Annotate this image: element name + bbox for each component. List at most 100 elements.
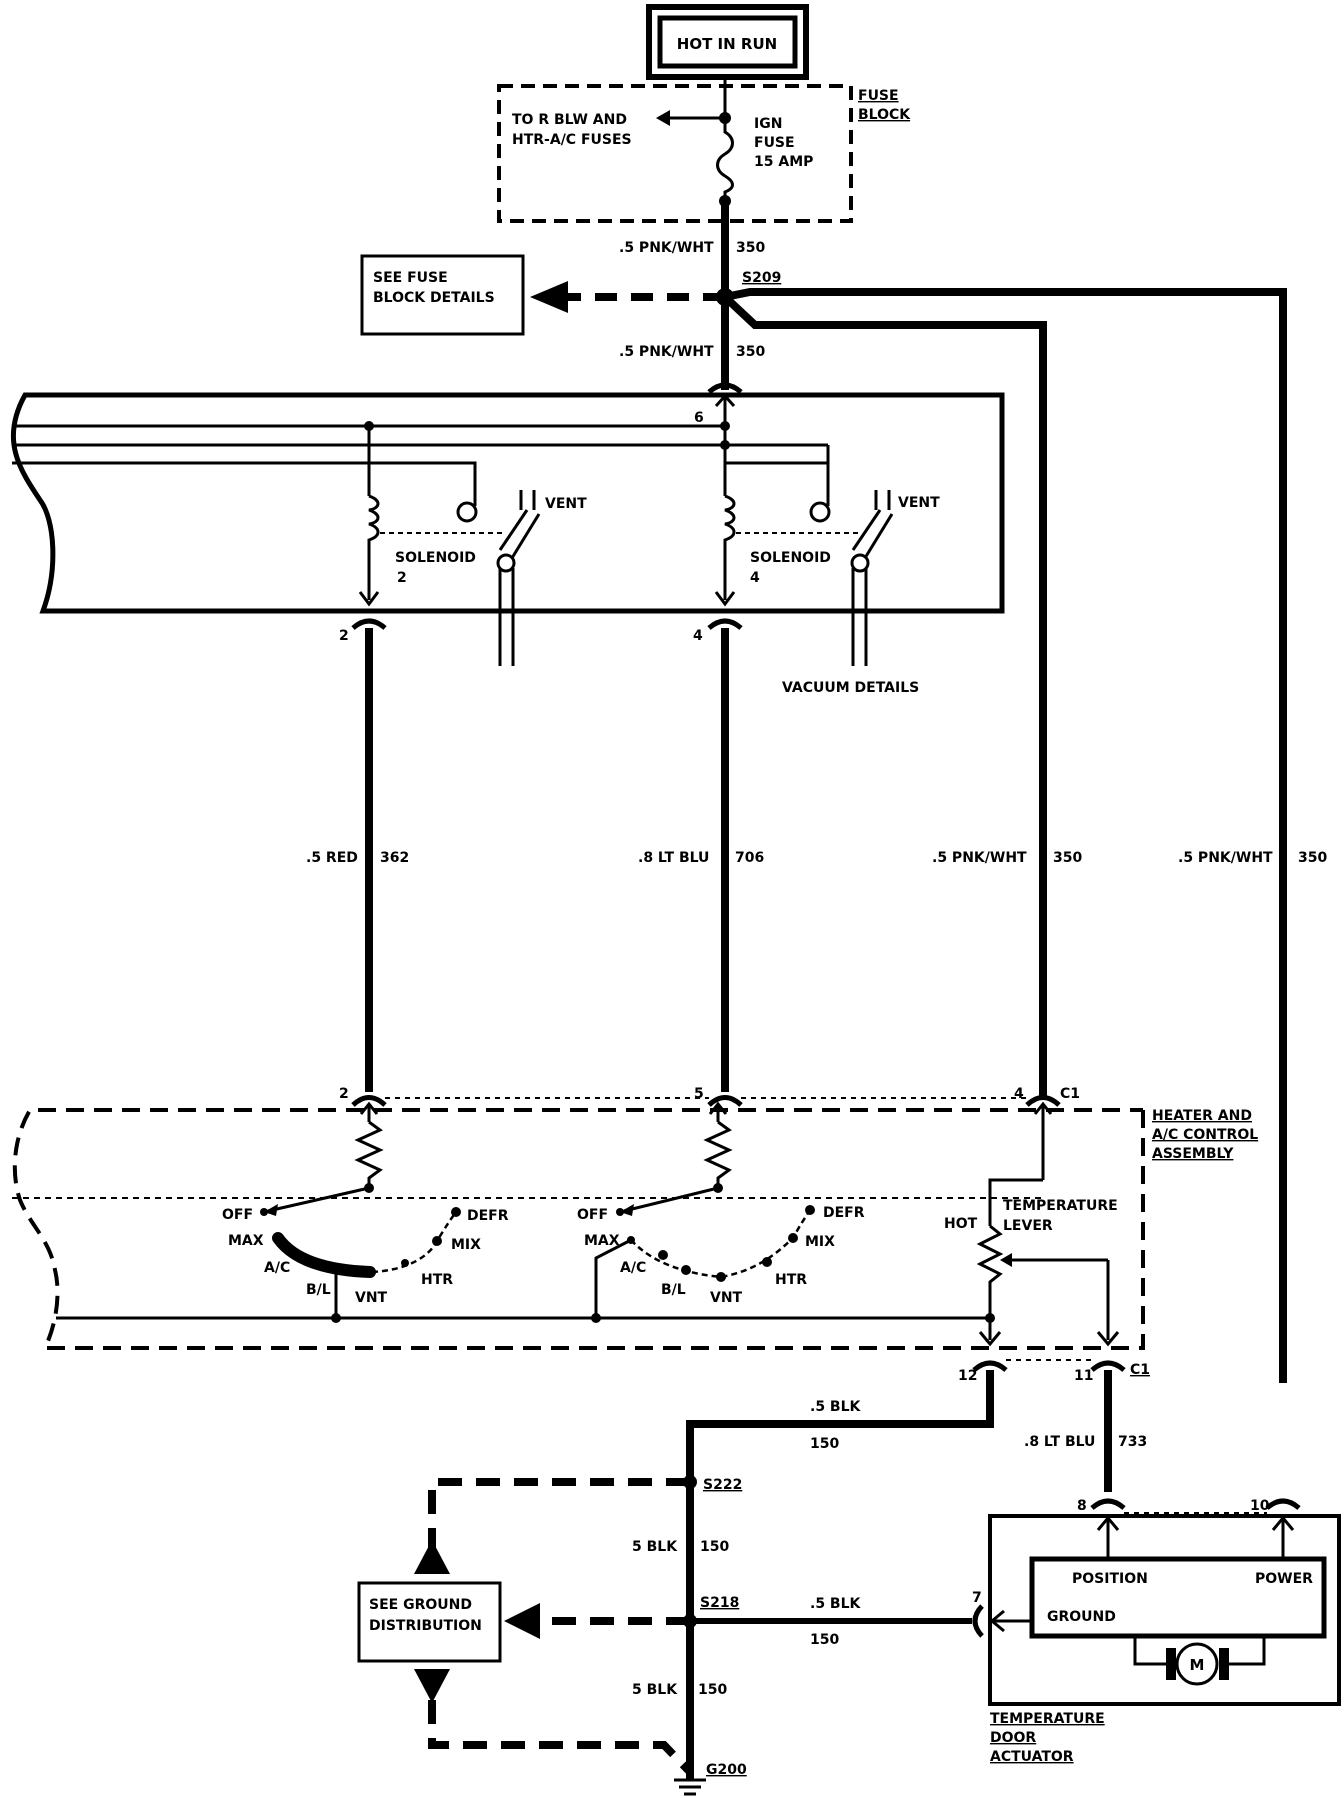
ground-g200-icon	[674, 1772, 706, 1796]
wire-label-blk4-gauge: 5 BLK	[632, 1682, 678, 1698]
ign-fuse-label-2: FUSE	[754, 135, 795, 151]
fuse-block-title-1: FUSE	[858, 88, 899, 104]
actuator-power-label: POWER	[1255, 1571, 1313, 1587]
connector-2-bottom-icon	[351, 1095, 387, 1107]
pin-2-bottom-label: 2	[339, 1086, 349, 1102]
arrow-left-ground-icon	[504, 1603, 540, 1639]
control-assembly: HEATER AND A/C CONTROL ASSEMBLY OFF MAX …	[12, 1101, 1258, 1350]
wire-label-mid-gauge: .5 PNK/WHT	[619, 344, 714, 360]
hot-in-run-label: HOT IN RUN	[677, 35, 777, 53]
pin-7-label: 7	[972, 1590, 982, 1606]
connector-6-icon	[707, 382, 743, 394]
pin-2-top-label: 2	[339, 628, 349, 644]
sw1-max-label: MAX	[228, 1233, 264, 1249]
ground-dist-label-2: DISTRIBUTION	[369, 1618, 482, 1634]
hot-label: HOT	[944, 1216, 978, 1232]
sw1-defr-label: DEFR	[467, 1208, 509, 1224]
wire-label-ltblu2-gauge: .8 LT BLU	[1024, 1434, 1095, 1450]
motor-icon	[1175, 1642, 1219, 1686]
sw1-ac-label: A/C	[264, 1260, 290, 1276]
wire-label-red-circuit: 362	[380, 850, 409, 866]
c1-top-label: C1	[1060, 1086, 1080, 1102]
wire-label-blk2-gauge: 5 BLK	[632, 1539, 678, 1555]
wire-label-top-circuit: 350	[736, 240, 765, 256]
wire-label-ltblu-gauge: .8 LT BLU	[638, 850, 709, 866]
fuse-branch-label-1: TO R BLW AND	[512, 112, 627, 128]
solenoid-assembly: SOLENOID 2 VENT SOLENOID 4 VENT VACUUM D…	[10, 392, 1005, 696]
sw2-ac-label: A/C	[620, 1260, 646, 1276]
actuator-position-label: POSITION	[1072, 1571, 1148, 1587]
sw2-htr-label: HTR	[775, 1272, 807, 1288]
control-title-3: ASSEMBLY	[1152, 1146, 1234, 1162]
sw1-off-label: OFF	[222, 1207, 253, 1223]
temp-lever-label-2: LEVER	[1003, 1218, 1053, 1234]
wire-label-pnk4-circuit: 350	[1298, 850, 1327, 866]
actuator-ground-label: GROUND	[1047, 1609, 1116, 1625]
connector-8-icon	[1090, 1498, 1126, 1510]
sw1-mix-label: MIX	[451, 1237, 481, 1253]
control-title-2: A/C CONTROL	[1152, 1127, 1258, 1143]
see-ground-distribution-box	[357, 1581, 502, 1663]
sw2-mix-label: MIX	[805, 1234, 835, 1250]
wire-label-ltblu2-circuit: 733	[1118, 1434, 1147, 1450]
pin-4-top-label: 4	[693, 628, 703, 644]
ign-fuse-label-1: IGN	[754, 116, 782, 132]
c1-bottom-label: C1	[1130, 1362, 1150, 1378]
sw2-bl-label: B/L	[661, 1282, 686, 1298]
actuator-title-3: ACTUATOR	[990, 1749, 1074, 1765]
sw1-vnt-label: VNT	[355, 1290, 388, 1306]
sw2-max-label: MAX	[584, 1233, 620, 1249]
pin-8-label: 8	[1077, 1498, 1087, 1514]
vent-2-label: VENT	[898, 495, 940, 511]
solenoid-2-label-2: 2	[397, 570, 407, 586]
solenoid-4-label-1: SOLENOID	[750, 550, 831, 566]
sw1-htr-label: HTR	[421, 1272, 453, 1288]
wire-label-top-gauge: .5 PNK/WHT	[619, 240, 714, 256]
temp-lever-label-1: TEMPERATURE	[1003, 1198, 1118, 1214]
connector-10-icon	[1265, 1498, 1301, 1510]
motor-label: M	[1190, 1656, 1205, 1674]
see-fuse-block-label-1: SEE FUSE	[373, 270, 448, 286]
s218-label: S218	[700, 1595, 739, 1611]
wire-label-ltblu-circuit: 706	[735, 850, 764, 866]
fuse-block: FUSE BLOCK TO R BLW AND HTR-A/C FUSES IG…	[497, 77, 911, 223]
sw2-defr-label: DEFR	[823, 1205, 865, 1221]
wire-label-mid-circuit: 350	[736, 344, 765, 360]
wire-label-pnk3-circuit: 350	[1053, 850, 1082, 866]
wire-label-blk1-circuit: 150	[810, 1436, 839, 1452]
wire-label-blk1-gauge: .5 BLK	[810, 1399, 862, 1415]
fuse-branch-label-2: HTR-A/C FUSES	[512, 132, 632, 148]
ign-fuse-icon	[716, 118, 734, 200]
pin-4-bottom-label: 4	[1014, 1086, 1024, 1102]
g200-label: G200	[706, 1762, 747, 1778]
pin-10-label: 10	[1250, 1498, 1270, 1514]
actuator-title-2: DOOR	[990, 1730, 1036, 1746]
wire-label-pnk4-gauge: .5 PNK/WHT	[1178, 850, 1273, 866]
pin-11-label: 11	[1074, 1368, 1093, 1384]
wire-label-red-gauge: .5 RED	[306, 850, 358, 866]
actuator-title-1: TEMPERATURE	[990, 1711, 1105, 1727]
control-title-1: HEATER AND	[1152, 1108, 1252, 1124]
see-fuse-block-box	[360, 254, 525, 336]
s222-label: S222	[703, 1477, 742, 1493]
pin-5-label: 5	[694, 1086, 704, 1102]
vent-1-label: VENT	[545, 496, 587, 512]
pin-6-label: 6	[694, 410, 704, 426]
connector-11-icon	[1090, 1360, 1126, 1372]
arrow-up-icon	[414, 1540, 450, 1574]
temperature-door-actuator: POSITION POWER GROUND M	[988, 1514, 1341, 1706]
arrow-down-icon	[414, 1669, 450, 1703]
wire-label-blk2-circuit: 150	[700, 1539, 729, 1555]
pin-12-label: 12	[958, 1368, 977, 1384]
vacuum-details-label: VACUUM DETAILS	[782, 680, 919, 696]
wire-label-pnk3-gauge: .5 PNK/WHT	[932, 850, 1027, 866]
solenoid-2-label-1: SOLENOID	[395, 550, 476, 566]
sw1-bl-label: B/L	[306, 1282, 331, 1298]
sw2-off-label: OFF	[577, 1207, 608, 1223]
hot-in-run-box: HOT IN RUN	[646, 4, 809, 80]
wire-label-blk4-circuit: 150	[698, 1682, 727, 1698]
arrow-left-icon	[530, 281, 568, 313]
ign-fuse-label-3: 15 AMP	[754, 154, 813, 170]
connector-12-icon	[972, 1360, 1008, 1372]
